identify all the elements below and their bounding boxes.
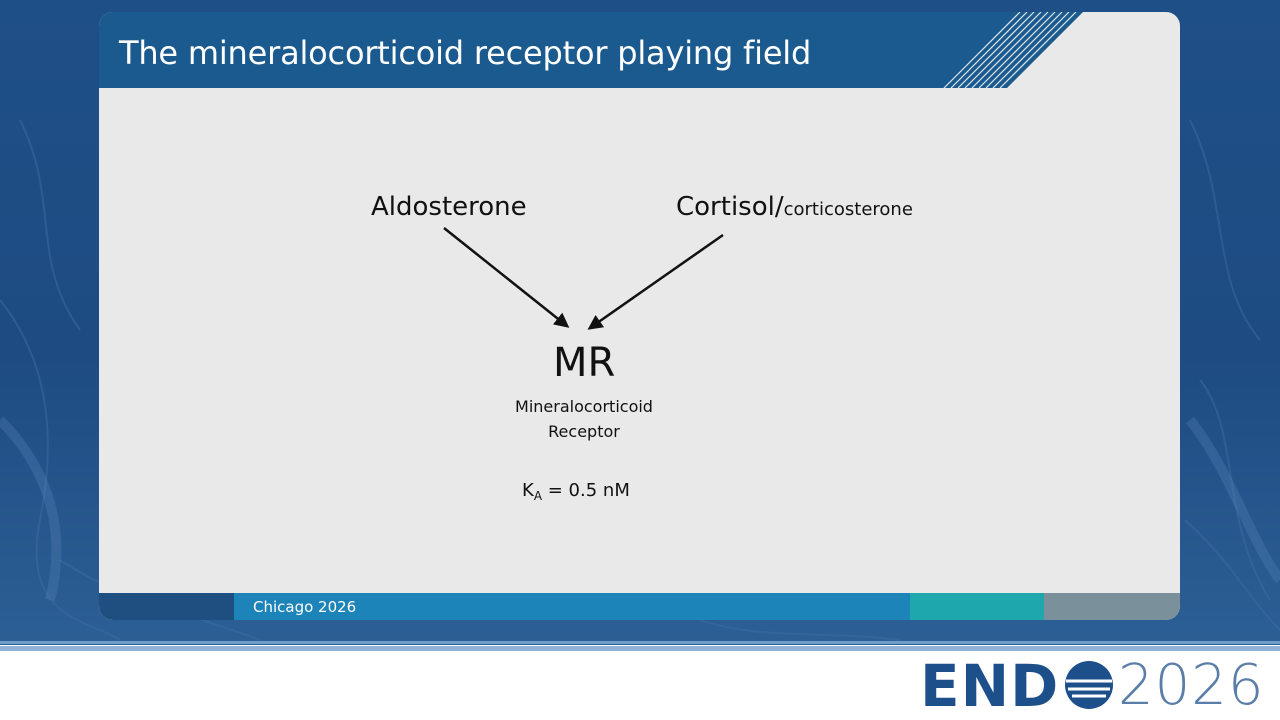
arrow-aldosterone-to-mr [443,227,570,328]
slide-title: The mineralocorticoid receptor playing f… [119,34,812,72]
footer-segment-dark [99,593,234,620]
corticosterone-text: corticosterone [783,199,913,220]
title-stripes [943,12,1180,88]
arrows [443,227,724,330]
footer-segment-blue [234,593,910,620]
footer-rule-light [0,646,1280,651]
footer-segment-teal [910,593,1044,620]
cortisol-main-text: Cortisol/ [676,192,784,222]
arrow-cortisol-to-mr [587,233,724,330]
diagram: Aldosterone Cortisol/corticosterone MR M… [99,88,1180,593]
ka-number: = 0.5 nM [542,480,630,501]
logo-brand-text: END [920,652,1060,720]
slide-card: The mineralocorticoid receptor playing f… [99,12,1180,620]
footer-segment-gray [1044,593,1180,620]
vessel-artwork [0,119,1280,641]
ka-k: K [522,480,534,501]
cortisol-label: Cortisol/corticosterone [676,192,913,222]
footer-rule [0,641,1280,644]
mr-description-line2: Receptor [548,422,620,441]
aldosterone-label: Aldosterone [371,192,527,222]
endo-logo: END 2026 [920,652,1270,720]
mr-description-line1: Mineralocorticoid [515,397,653,416]
slide-footer: Chicago 2026 [99,593,1180,620]
logo-year: 2026 [1118,653,1265,718]
mr-description: Mineralocorticoid Receptor [501,394,667,444]
ka-value: KA = 0.5 nM [522,480,630,503]
globe-icon [1065,661,1113,709]
footer-location: Chicago 2026 [253,598,357,616]
ka-subscript: A [533,489,543,503]
title-bar: The mineralocorticoid receptor playing f… [99,12,1180,88]
mr-label: MR [553,340,616,386]
